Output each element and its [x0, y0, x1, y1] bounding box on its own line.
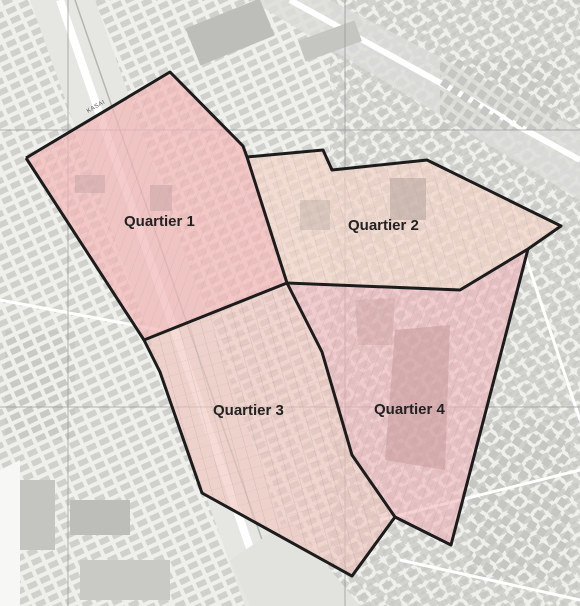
- quartier-2-border: [246, 148, 563, 292]
- district-labels: Quartier 1 Quartier 2 Quartier 3 Quartie…: [124, 213, 446, 419]
- quartier-2-label[interactable]: Quartier 2: [348, 217, 419, 234]
- quartier-3-border: [142, 282, 397, 578]
- district-borders: [24, 70, 563, 578]
- quartier-4-border: [394, 248, 530, 547]
- district-areas: [26, 72, 561, 576]
- quartier-4-label[interactable]: Quartier 4: [374, 401, 446, 418]
- quartier-3-label[interactable]: Quartier 3: [213, 402, 284, 419]
- quartier-1-label[interactable]: Quartier 1: [124, 213, 195, 230]
